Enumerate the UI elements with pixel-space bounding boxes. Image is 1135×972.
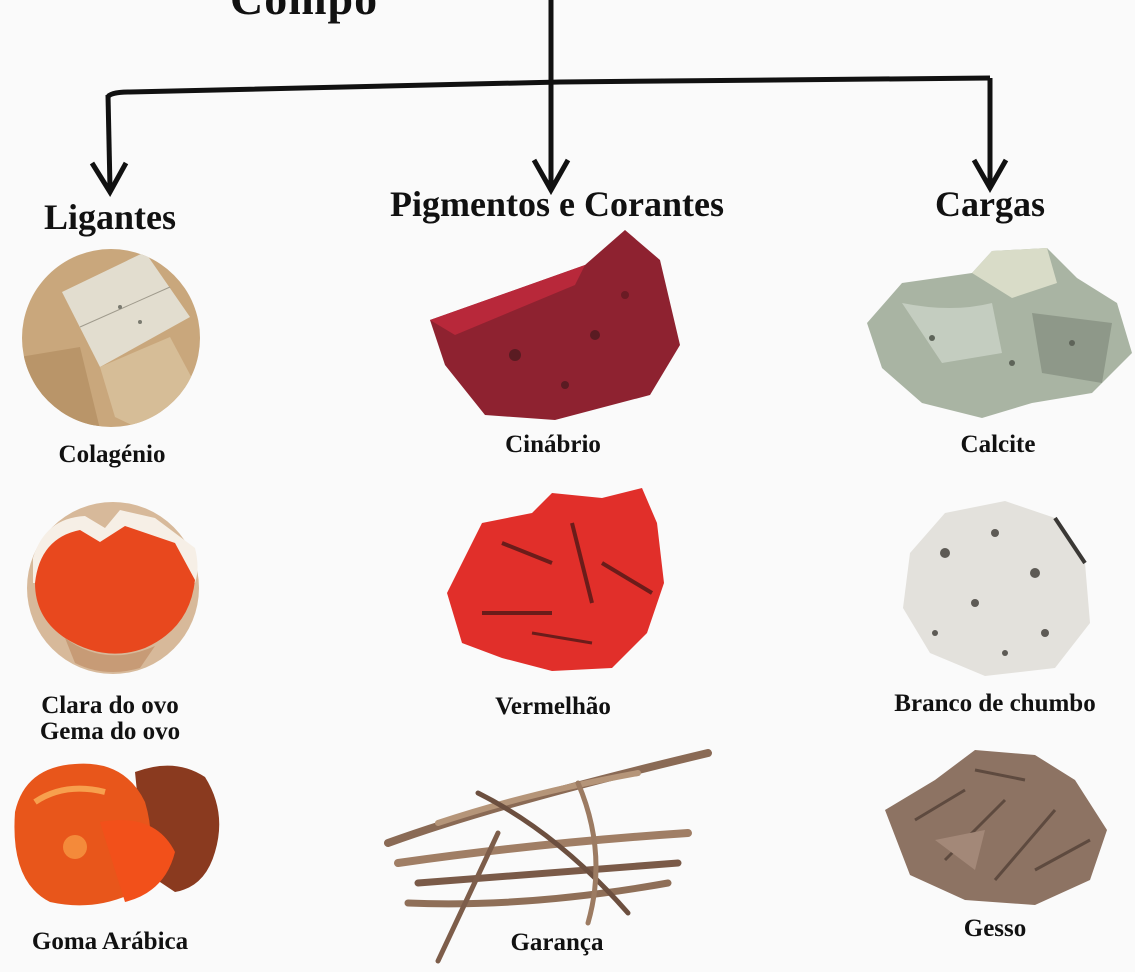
label-cinabrio: Cinábrio xyxy=(505,431,601,459)
label-branco-de-chumbo: Branco de chumbo xyxy=(894,690,1095,718)
label-goma-arabica: Goma Arábica xyxy=(32,928,188,956)
label-garanca: Garança xyxy=(510,929,603,957)
left-branch-line xyxy=(108,95,110,188)
label-gesso: Gesso xyxy=(964,915,1027,943)
collagen-sheets-icon xyxy=(20,247,202,429)
gypsum-rose-icon xyxy=(875,740,1115,910)
label-calcite: Calcite xyxy=(961,431,1036,459)
egg-yolk-icon xyxy=(25,498,205,678)
label-clara-do-ovo: Clara do ovo xyxy=(41,692,179,720)
cinnabar-rock-icon xyxy=(425,225,687,425)
label-colagenio: Colagénio xyxy=(59,441,166,469)
calcite-rock-icon xyxy=(862,243,1134,423)
lead-white-icon xyxy=(895,493,1093,678)
heading-cargas: Cargas xyxy=(935,183,1045,225)
heading-ligantes: Ligantes xyxy=(44,196,176,238)
heading-pigmentos-corantes: Pigmentos e Corantes xyxy=(390,183,724,225)
label-gema-do-ovo: Gema do ovo xyxy=(40,718,180,746)
vermilion-powder-icon xyxy=(442,483,670,673)
gum-arabic-icon xyxy=(5,752,227,912)
label-vermelhao: Vermelhão xyxy=(495,693,611,721)
